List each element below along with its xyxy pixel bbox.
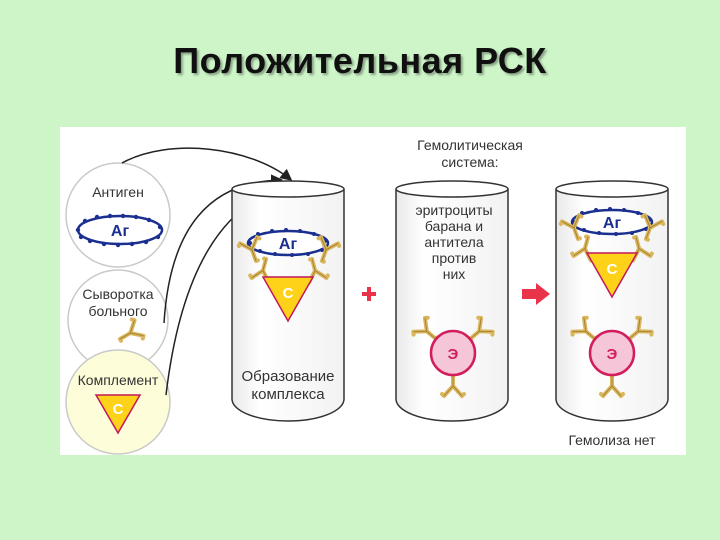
tube-result: Аг С Э Гемолиза нет — [555, 180, 669, 448]
tube-complex: Аг С Образование комплекса — [231, 180, 345, 422]
result-erythrocyte — [588, 329, 636, 377]
hemolytic-text-0: эритроциты — [415, 202, 492, 218]
result-arrow — [522, 283, 550, 305]
antigen-circle: Антиген Аг — [65, 162, 171, 268]
antigen-token: Аг — [111, 223, 130, 240]
complex-caption-line1: Образование — [242, 368, 335, 385]
antigen-dots — [75, 213, 163, 248]
hemolytic-text-4: них — [443, 266, 466, 282]
result-antigen-token: Аг — [603, 215, 622, 232]
plus-operator — [362, 287, 376, 301]
complex-antigen-token: Аг — [279, 236, 298, 253]
result-complement-token: С — [607, 261, 618, 278]
complex-caption-line2: комплекса — [251, 386, 325, 403]
hemolytic-header-line2: система: — [441, 154, 498, 170]
complement-triangle — [94, 394, 142, 435]
rsk-diagram: Антиген Аг Сыворотка больного Комплемент… — [65, 137, 669, 455]
erythrocyte — [429, 329, 477, 377]
serum-label-line1: Сыворотка — [82, 286, 153, 302]
hemolytic-text-2: антитела — [424, 234, 483, 250]
result-erythrocyte-token: Э — [607, 346, 618, 363]
hemolytic-text-1: барана и — [425, 218, 483, 234]
hemolytic-text-3: против — [432, 250, 477, 266]
complement-token: С — [113, 401, 124, 418]
serum-label-line2: больного — [88, 303, 147, 319]
erythrocyte-token: Э — [448, 346, 459, 363]
complement-circle: Комплемент С — [65, 349, 171, 455]
slide-title: Положительная РСК — [173, 40, 547, 81]
diagram-panel: Антиген Аг Сыворотка больного Комплемент… — [60, 127, 686, 455]
result-complement — [585, 252, 639, 299]
complex-complement-token: С — [283, 285, 294, 302]
complement-label: Комплемент — [78, 372, 159, 388]
result-caption: Гемолиза нет — [568, 432, 656, 448]
tube-hemolytic: Гемолитическая система: эритроциты баран… — [395, 137, 523, 422]
hemolytic-header-line1: Гемолитическая — [417, 137, 523, 153]
serum-circle: Сыворотка больного — [67, 269, 169, 371]
complex-complement — [261, 276, 315, 323]
antigen-label: Антиген — [92, 184, 144, 200]
